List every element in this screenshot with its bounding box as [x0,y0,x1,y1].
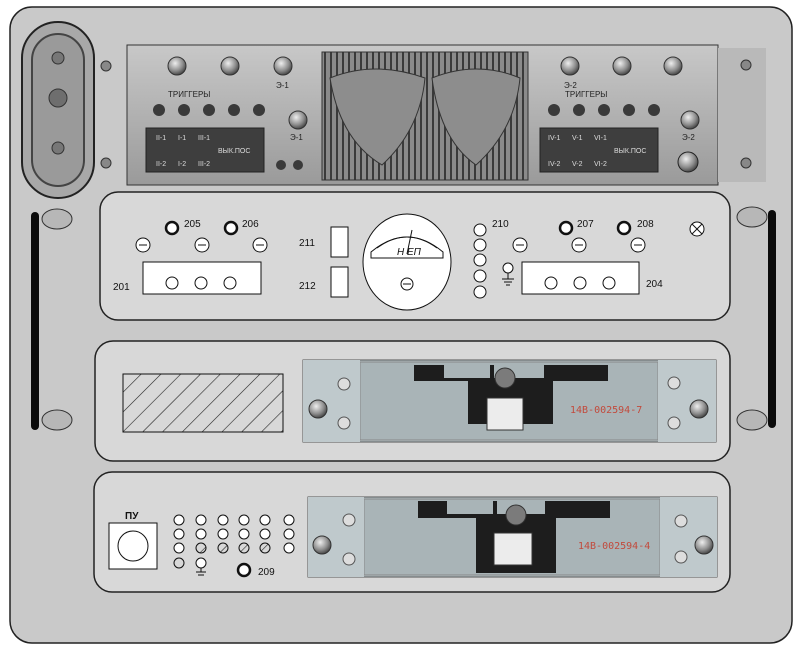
right-handle[interactable] [736,206,776,431]
trigger-label-right: ТРИГГЕРЫ [565,90,607,99]
label-201: 201 [113,282,130,293]
label-205: 205 [184,219,201,230]
jack-207[interactable] [558,220,574,236]
ground-icon [502,262,514,286]
top-handle-plate [21,21,95,199]
top-panel: ТРИГГЕРЫ ТРИГГЕРЫ Э-1 Э-1 Э-2 Э-2 II-1 I… [100,44,766,186]
svg-text:II-2: II-2 [156,161,166,168]
screw-icon [337,377,351,391]
module-photo-lower[interactable]: 14В-002594-4 [307,496,718,578]
control-panel: 205 206 201 211 212 Н ЕП [99,191,731,321]
ground-icon [196,568,206,576]
svg-text:II-1: II-1 [156,135,166,142]
serial-upper: 14В-002594-7 [570,405,642,416]
button-label: ПУ [125,511,139,522]
top-lamps-left [153,104,303,170]
blank-area [122,373,284,433]
serial-lower: 14В-002594-4 [578,541,650,552]
module-photo-upper[interactable]: 14В-002594-7 [302,359,717,443]
svg-text:VI-1: VI-1 [594,135,607,142]
top-rotary-knob[interactable] [677,151,699,173]
meter-icon: Н ЕП [362,213,452,311]
label-212: 212 [299,281,316,292]
label-208: 208 [637,219,654,230]
trigger-label-left: ТРИГГЕРЫ [168,90,210,99]
top-jacks[interactable] [167,56,700,130]
transistor-left [329,68,426,166]
left-handle[interactable] [31,208,73,431]
svg-text:IV-1: IV-1 [548,135,561,142]
fuse-211[interactable] [330,226,349,258]
meter-label: Н ЕП [397,247,422,258]
svg-text:III-2: III-2 [198,161,210,168]
svg-text:I-2: I-2 [178,161,186,168]
jack-label-3: Э-2 [564,81,577,90]
indicator-lamp-grid [173,514,295,569]
plugin-unit-upper: 14В-002594-7 [94,340,731,462]
jack-206[interactable] [223,220,239,236]
label-204: 204 [646,279,663,290]
svg-text:IV-2: IV-2 [548,161,561,168]
jack-205[interactable] [164,220,180,236]
svg-text:ВЫК.ПОС: ВЫК.ПОС [614,148,646,155]
lamp-column-210 [473,223,487,299]
jack-label-4: Э-2 [682,133,695,142]
svg-text:VI-2: VI-2 [594,161,607,168]
fuse-212[interactable] [330,266,349,298]
svg-text:III-1: III-1 [198,135,210,142]
transistor-right [431,68,521,166]
jack-label-2: Э-1 [290,133,303,142]
plugin-unit-lower: ПУ 209 [93,471,731,593]
top-lamps-right [548,104,660,116]
svg-text:V-1: V-1 [572,135,583,142]
svg-text:ВЫК.ПОС: ВЫК.ПОС [218,148,250,155]
switch-plate-right[interactable]: IV-1 V-1 VI-1 ВЫК.ПОС IV-2 V-2 VI-2 [539,127,659,173]
label-209: 209 [258,567,275,578]
label-211: 211 [299,238,315,249]
svg-text:I-1: I-1 [178,135,186,142]
label-210: 210 [492,219,509,230]
jack-208[interactable] [616,220,632,236]
lamp-icon [689,221,705,237]
jack-209[interactable] [236,562,252,578]
switch-plate-left[interactable]: II-1 I-1 III-1 ВЫК.ПОС II-2 I-2 III-2 [145,127,265,173]
svg-text:V-2: V-2 [572,161,583,168]
jack-label-1: Э-1 [276,81,289,90]
label-207: 207 [577,219,594,230]
label-206: 206 [242,219,259,230]
